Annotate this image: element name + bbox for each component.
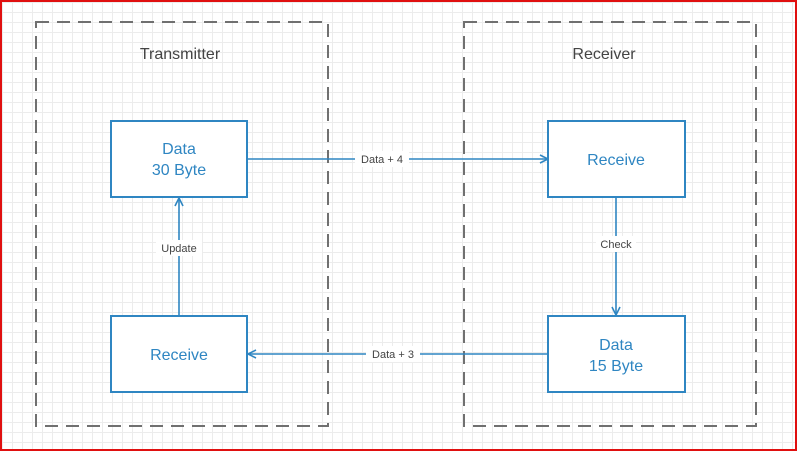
- rx-data-line2: 15 Byte: [589, 358, 643, 375]
- transmitter-group: Transmitter: [35, 21, 329, 427]
- rx-receive-node[interactable]: Receive: [547, 120, 686, 198]
- transmitter-group-border: [35, 21, 329, 427]
- tx-receive-node[interactable]: Receive: [110, 315, 248, 393]
- transmitter-title: Transmitter: [140, 46, 221, 63]
- edge-update: Update: [156, 198, 202, 315]
- edge-update-label-bg: [156, 240, 202, 256]
- receiver-group: Receiver: [463, 21, 757, 427]
- edge-check: Check: [596, 198, 636, 315]
- rx-data-node[interactable]: Data 15 Byte: [547, 315, 686, 393]
- edge-check-label: Check: [600, 239, 632, 251]
- tx-data-line2: 30 Byte: [152, 162, 206, 179]
- tx-receive-box: [110, 315, 248, 393]
- rx-data-box: [547, 315, 686, 393]
- rx-data-line1: Data: [599, 337, 633, 354]
- edge-data-plus-4-label-bg: [355, 151, 409, 167]
- edge-data-plus-3-label-bg: [366, 346, 420, 362]
- tx-data-box: [110, 120, 248, 198]
- edge-check-label-bg: [596, 236, 636, 252]
- tx-data-line1: Data: [162, 141, 196, 158]
- edge-update-label: Update: [161, 243, 196, 255]
- receiver-group-border: [463, 21, 757, 427]
- edge-data-plus-3-label: Data + 3: [372, 349, 414, 361]
- tx-receive-label: Receive: [150, 347, 208, 364]
- edge-data-plus-3: Data + 3: [248, 346, 548, 362]
- receiver-title: Receiver: [572, 46, 636, 63]
- rx-receive-box: [547, 120, 686, 198]
- edge-data-plus-4: Data + 4: [248, 151, 548, 167]
- edge-data-plus-4-label: Data + 4: [361, 154, 403, 166]
- rx-receive-label: Receive: [587, 152, 645, 169]
- tx-data-node[interactable]: Data 30 Byte: [110, 120, 248, 198]
